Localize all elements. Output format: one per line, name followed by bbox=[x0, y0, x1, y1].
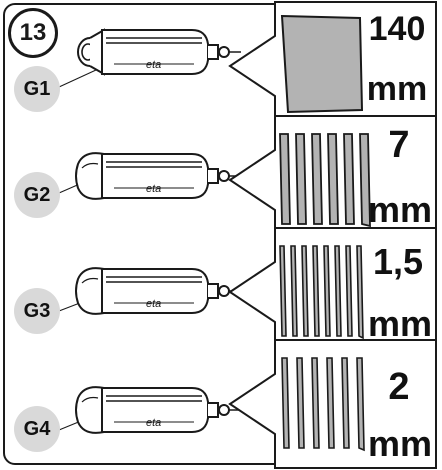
attachment-g2 bbox=[58, 115, 437, 245]
attachment-g4 bbox=[58, 339, 437, 469]
width-value: 1,5 bbox=[372, 241, 424, 282]
attachment-label: G3 bbox=[14, 288, 60, 334]
pasta-callout bbox=[229, 339, 437, 469]
width-value: 7 bbox=[388, 124, 410, 166]
attachment-label: G1 bbox=[14, 66, 60, 112]
attachment-label: G2 bbox=[14, 172, 60, 218]
pasta-strips bbox=[281, 357, 365, 452]
attachment-label: G4 bbox=[14, 406, 60, 452]
leader-line bbox=[58, 69, 97, 88]
width-unit: mm bbox=[367, 189, 433, 230]
attachment-g1 bbox=[58, 1, 437, 131]
pasta-roller bbox=[75, 267, 242, 315]
width-unit: mm bbox=[367, 303, 433, 344]
pasta-callout bbox=[229, 115, 437, 245]
pasta-strips bbox=[279, 245, 364, 340]
width-unit: mm bbox=[367, 423, 433, 464]
width-value: 2 bbox=[388, 366, 410, 408]
pasta-roller bbox=[77, 29, 242, 75]
pasta-callout bbox=[229, 1, 437, 131]
pasta-roller bbox=[75, 386, 242, 434]
width-unit: mm bbox=[366, 70, 428, 108]
attachment-g3 bbox=[58, 227, 437, 357]
pasta-sheet bbox=[280, 14, 364, 114]
pasta-strips bbox=[279, 133, 371, 228]
width-value: 140 bbox=[368, 10, 426, 48]
step-number-badge: 13 bbox=[8, 8, 58, 58]
pasta-callout bbox=[229, 227, 437, 357]
pasta-roller bbox=[75, 152, 242, 200]
